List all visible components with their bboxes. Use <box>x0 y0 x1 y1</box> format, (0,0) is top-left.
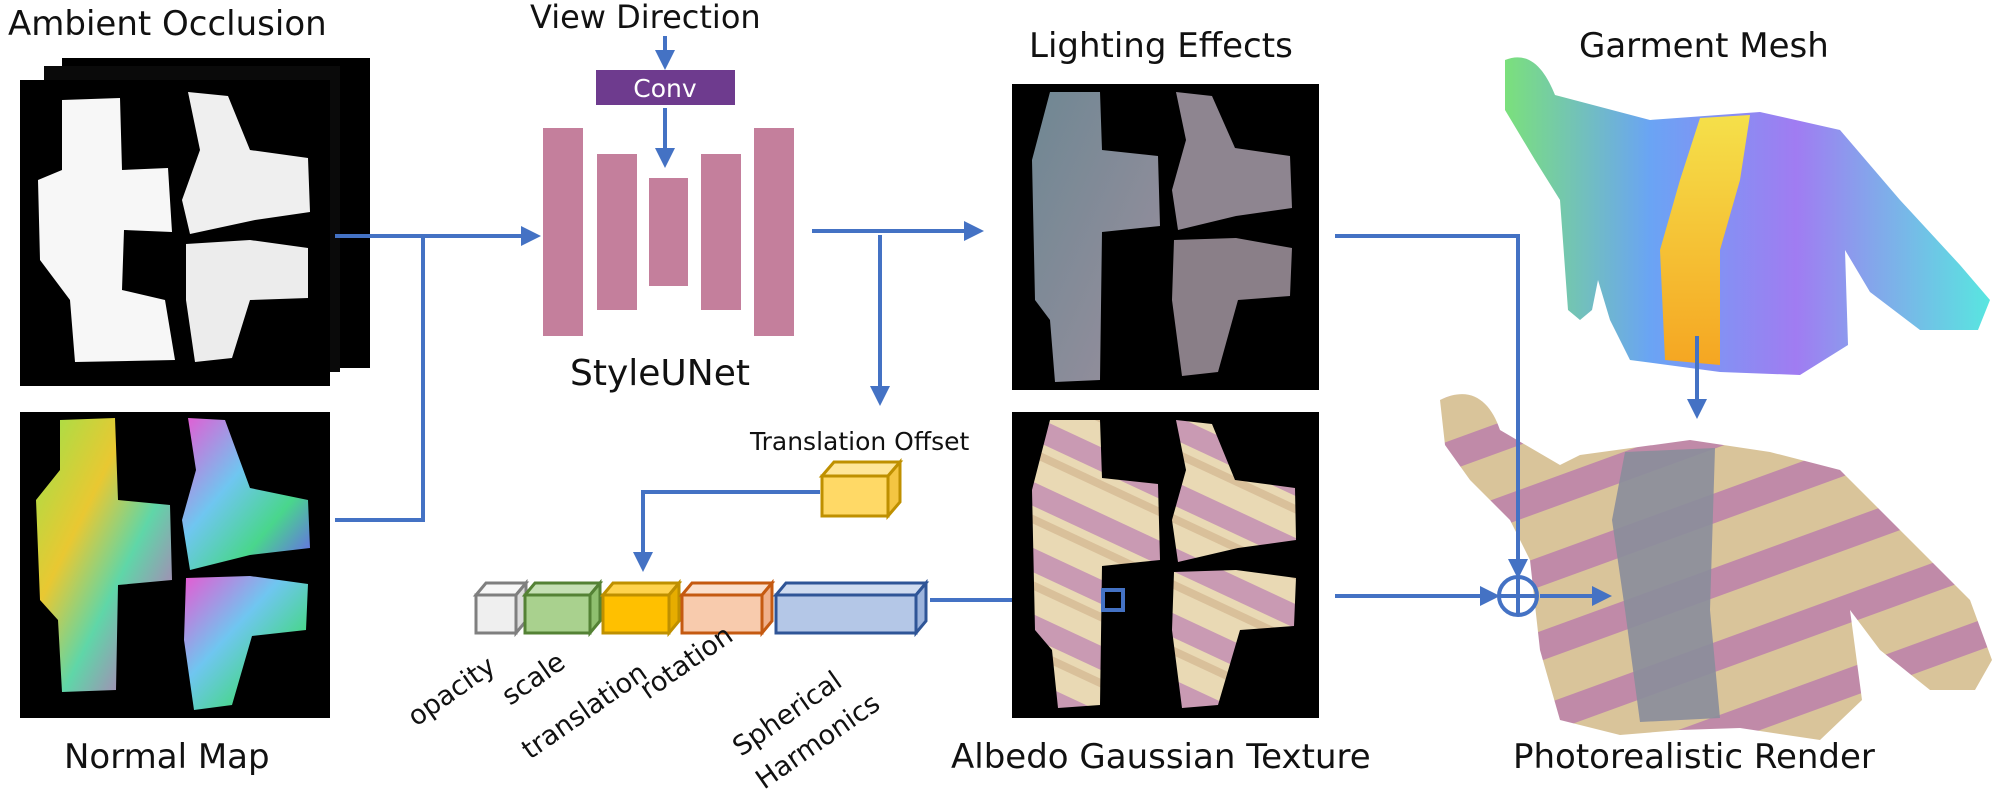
photorealistic-render-label: Photorealistic Render <box>1513 737 1875 777</box>
albedo-texture-image <box>1012 412 1319 718</box>
translation-offset-cube <box>818 457 904 521</box>
garment-mesh-image <box>1505 57 1990 375</box>
attr-scale-block <box>521 578 604 638</box>
garment-mesh-label: Garment Mesh <box>1579 26 1829 66</box>
nm-left-panel <box>36 418 172 692</box>
attr-scale-label: scale <box>496 646 571 711</box>
translation-offset-label: Translation Offset <box>749 427 969 456</box>
view-direction-label: View Direction <box>530 0 761 36</box>
composition-arrows <box>1335 234 1612 606</box>
ambient-occlusion-label: Ambient Occlusion <box>8 4 327 44</box>
normal-map-label: Normal Map <box>64 737 270 777</box>
unet-output-arrows <box>812 221 984 406</box>
attr-rotation-block <box>678 578 776 638</box>
ambient-occlusion-stack <box>20 58 370 386</box>
nm-right-bottom-panel <box>184 576 308 710</box>
offset-to-translation-arrow <box>633 490 820 572</box>
attr-translation-block <box>599 578 683 638</box>
photorealistic-render-image <box>1440 394 1992 740</box>
albedo-texture-label: Albedo Gaussian Texture <box>951 737 1371 777</box>
input-connectors <box>335 226 541 522</box>
lighting-effects-label: Lighting Effects <box>1029 26 1293 66</box>
ao-left-panel <box>38 98 175 362</box>
albedo-texel-marker <box>1101 588 1125 612</box>
attr-opacity-block <box>472 578 530 638</box>
ao-right-bottom-panel <box>186 240 308 362</box>
ao-right-top-panel <box>182 92 310 234</box>
conv-label: Conv <box>633 74 697 103</box>
lighting-effects-image <box>1012 84 1319 390</box>
conv-block <box>596 70 735 105</box>
normal-map-image <box>20 412 330 718</box>
styleunet-block <box>543 128 794 336</box>
add-operator-icon <box>1497 575 1539 617</box>
attr-opacity-label: opacity <box>402 650 501 732</box>
attr-sh-block <box>772 578 930 638</box>
styleunet-label: StyleUNet <box>570 353 750 394</box>
nm-right-top-panel <box>182 418 310 570</box>
